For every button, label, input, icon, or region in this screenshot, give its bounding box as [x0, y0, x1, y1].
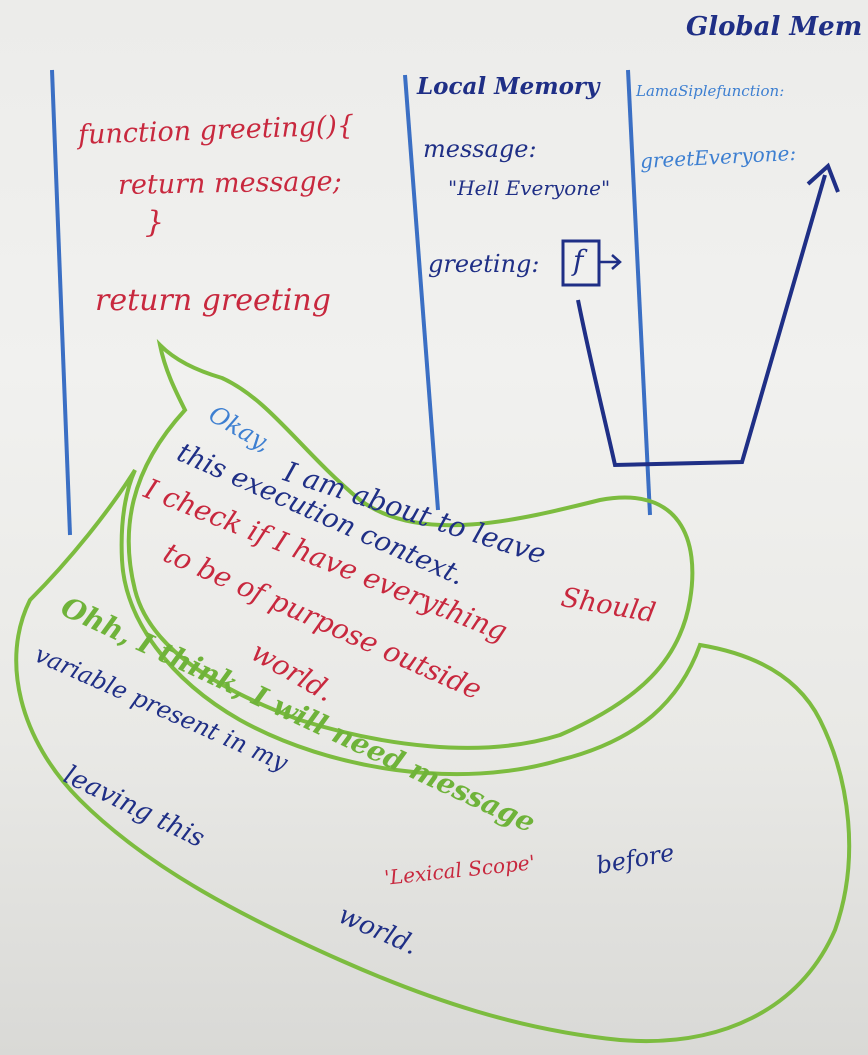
global-memory-title: Global Mem	[686, 12, 863, 42]
outer-thought-bubble	[14, 468, 852, 1043]
right-column-line	[626, 69, 652, 516]
inner-thought-bubble	[126, 338, 695, 750]
local-memory-message-label: message:	[423, 135, 537, 163]
local-memory-greeting-label: greeting:	[428, 250, 540, 278]
closure-arrow-head	[806, 162, 840, 193]
function-box-arrow	[599, 254, 622, 270]
code-line-close-brace: }	[145, 205, 165, 240]
local-memory-message-value: "Hell Everyone"	[448, 176, 611, 200]
closure-arrow	[576, 174, 827, 468]
local-memory-title: Local Memory	[417, 73, 600, 100]
left-column-line	[50, 69, 72, 536]
global-memory-entry-1: LamaSiplefunction:	[636, 82, 785, 100]
middle-column-line	[403, 74, 440, 511]
code-line-return-message: return message;	[117, 166, 343, 201]
code-line-return-greeting: return greeting	[95, 283, 331, 318]
function-box-label: f	[573, 244, 584, 277]
